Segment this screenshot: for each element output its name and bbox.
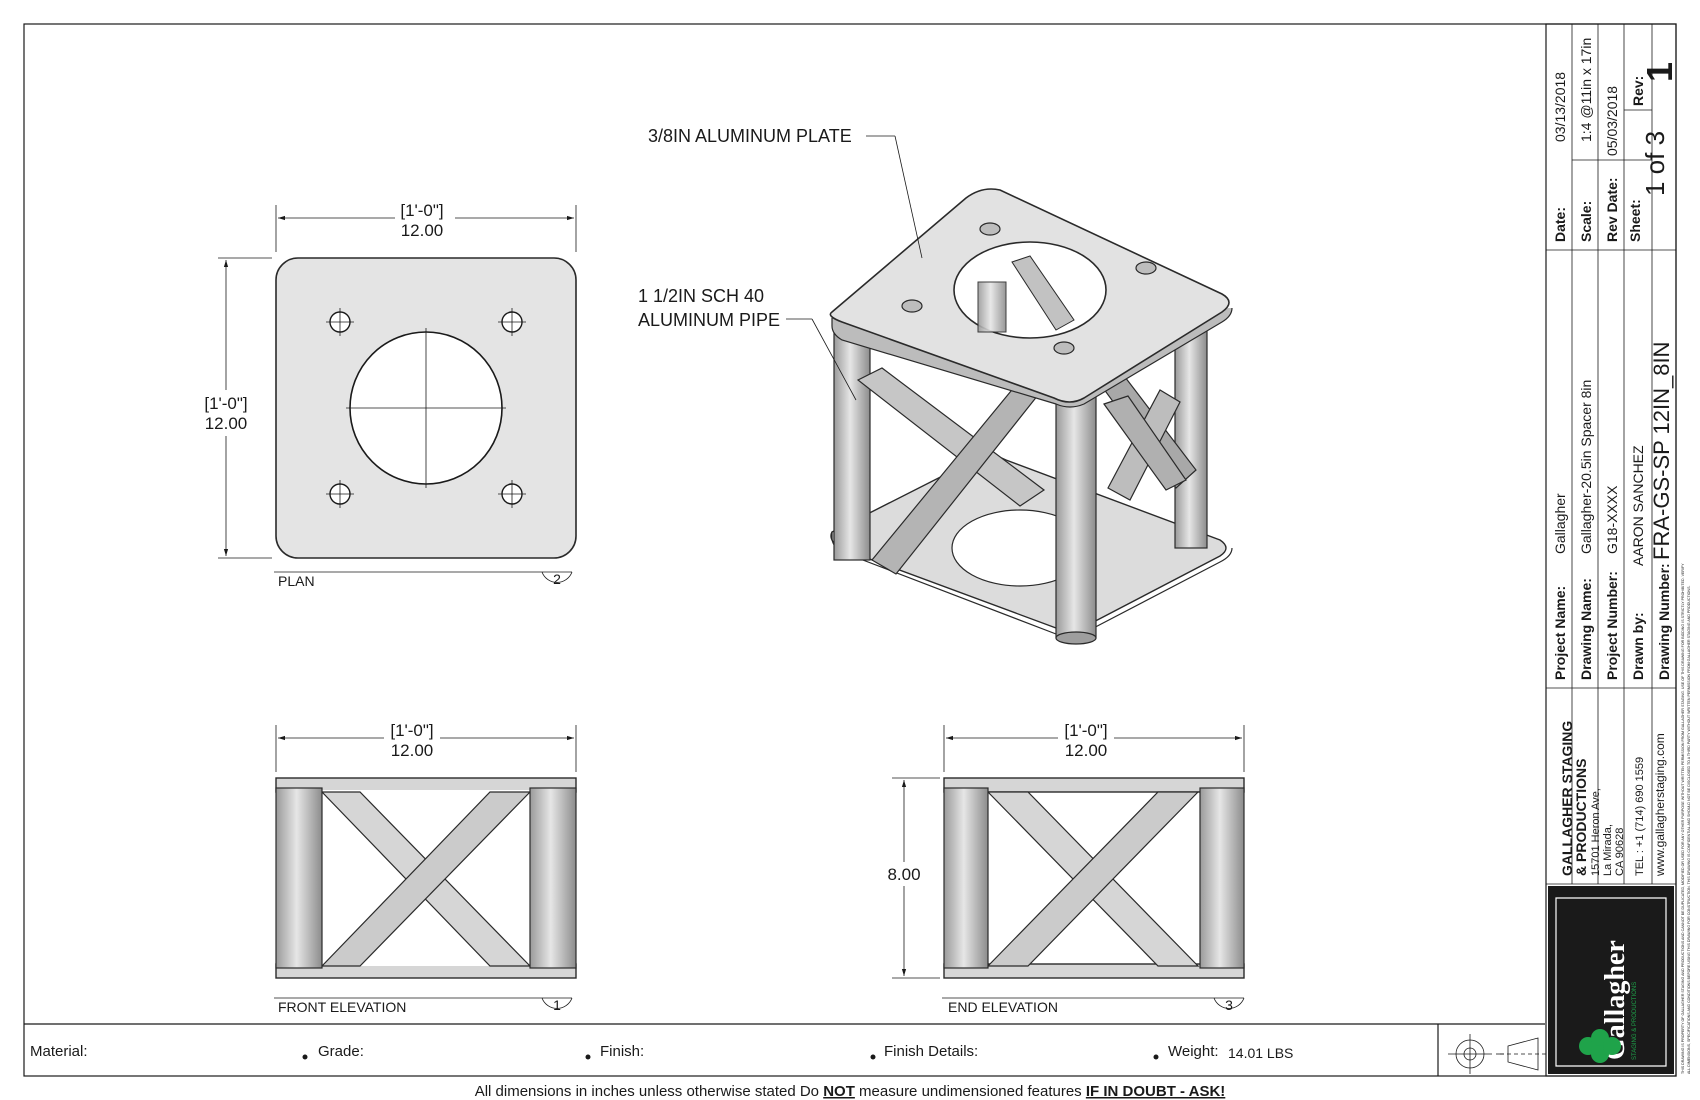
iso-callout-pipe-line2: ALUMINUM PIPE [638, 310, 780, 330]
tb-address-line3: CA 90628 [1614, 828, 1626, 876]
tb-company-line1: GALLAGHER STAGING [1559, 721, 1575, 876]
material-row: Material: Grade: Finish: Finish Details:… [30, 1034, 1546, 1074]
plan-height-dim-ft: [1'-0"] [204, 394, 247, 413]
front-elevation-label: FRONT ELEVATION [278, 999, 406, 1015]
plan-label: PLAN [278, 573, 315, 589]
logo-subtext: STAGING & PRODUCTIONS [1632, 982, 1638, 1060]
plan-width-dim-in: 12.00 [401, 221, 444, 240]
tb-project-number-value: G18-XXXX [1604, 485, 1620, 554]
tb-rev-date-value: 05/03/2018 [1604, 86, 1620, 156]
tb-sheet-value: 1 of 3 [1640, 131, 1670, 196]
projection-symbol-icon [1448, 1034, 1546, 1074]
tb-project-name-value: Gallagher [1552, 493, 1568, 554]
material-label: Material: [30, 1043, 88, 1060]
tb-drawing-number-value: FRA-GS-SP 12IN_8IN [1649, 342, 1674, 560]
tb-tel: TEL : +1 (714) 690 1559 [1634, 757, 1646, 876]
tb-drawn-by-value: AARON SANCHEZ [1630, 445, 1646, 566]
tb-drawing-name-value: Gallagher-20.5in Spacer 8in [1578, 380, 1594, 554]
tb-rev-date-label: Rev Date: [1604, 177, 1620, 242]
finish-details-label: Finish Details: [884, 1043, 978, 1060]
shamrock-icon [1579, 1029, 1621, 1063]
isometric-view: 3/8IN ALUMINUM PLATE 1 1/2IN SCH 40 ALUM… [638, 126, 1233, 645]
iso-callout-plate: 3/8IN ALUMINUM PLATE [648, 126, 852, 146]
tb-drawn-by-label: Drawn by: [1630, 612, 1646, 680]
tb-website: www.gallagherstaging.com [1653, 733, 1667, 877]
tb-project-name-label: Project Name: [1552, 586, 1568, 680]
tb-date-value: 03/13/2018 [1552, 72, 1568, 142]
end-elevation-label: END ELEVATION [948, 999, 1058, 1015]
tb-scale-label: Scale: [1578, 201, 1594, 242]
plan-number: 2 [553, 571, 561, 587]
tb-date-label: Date: [1552, 207, 1568, 242]
front-width-dim-ft: [1'-0"] [390, 721, 433, 740]
title-block: Date: 03/13/2018 Scale: 1:4 @11in x 17in… [1545, 23, 1691, 1077]
tb-drawing-name-label: Drawing Name: [1578, 578, 1594, 680]
front-elevation-view: [1'-0"] 12.00 FRONT ELEVATION 1 [274, 721, 577, 1015]
end-elevation-view: [1'-0"] 12.00 8.00 END ELEVATION 3 [887, 721, 1245, 1015]
finish-label: Finish: [600, 1043, 644, 1060]
footer-note: All dimensions in inches unless otherwis… [475, 1083, 1226, 1100]
tb-drawing-number-label: Drawing Number: [1656, 563, 1672, 680]
grade-label: Grade: [318, 1043, 364, 1060]
plan-width-dim-ft: [1'-0"] [400, 201, 443, 220]
plan-view: [1'-0"] 12.00 [1'-0"] 12.00 PLAN 2 [204, 201, 577, 589]
tb-rev-value: 1 [1639, 62, 1680, 82]
weight-label: Weight: [1168, 1043, 1219, 1060]
front-width-dim-in: 12.00 [391, 741, 434, 760]
tb-company-line2: & PRODUCTIONS [1573, 759, 1589, 876]
end-height-dim-in: 8.00 [887, 865, 920, 884]
end-width-dim-ft: [1'-0"] [1064, 721, 1107, 740]
tb-rev-label: Rev: [1630, 76, 1646, 106]
iso-callout-pipe-line1: 1 1/2IN SCH 40 [638, 286, 764, 306]
plan-bolt-holes [326, 308, 526, 508]
tb-disclaimer-line1: THIS DRAWING IS PROPERTY OF GALLAGHER ST… [1681, 563, 1685, 1074]
plan-height-dim-in: 12.00 [205, 414, 248, 433]
tb-scale-value: 1:4 @11in x 17in [1578, 38, 1594, 142]
tb-address-line1: 15701 Heron Ave, [1590, 788, 1602, 876]
tb-disclaimer-line2: ALL DIMENSIONS, SPECIFICATIONS AND CONDI… [1687, 586, 1691, 1074]
gallagher-logo: Gallagher STAGING & PRODUCTIONS [1548, 886, 1674, 1074]
end-elevation-number: 3 [1225, 997, 1233, 1013]
weight-value: 14.01 LBS [1228, 1045, 1293, 1061]
tb-project-number-label: Project Number: [1604, 571, 1620, 680]
tb-sheet-label: Sheet: [1627, 199, 1643, 242]
end-width-dim-in: 12.00 [1065, 741, 1108, 760]
front-elevation-number: 1 [553, 997, 561, 1013]
plan-number-bubble [541, 571, 573, 583]
tb-address-line2: La Mirada, [1602, 824, 1614, 876]
